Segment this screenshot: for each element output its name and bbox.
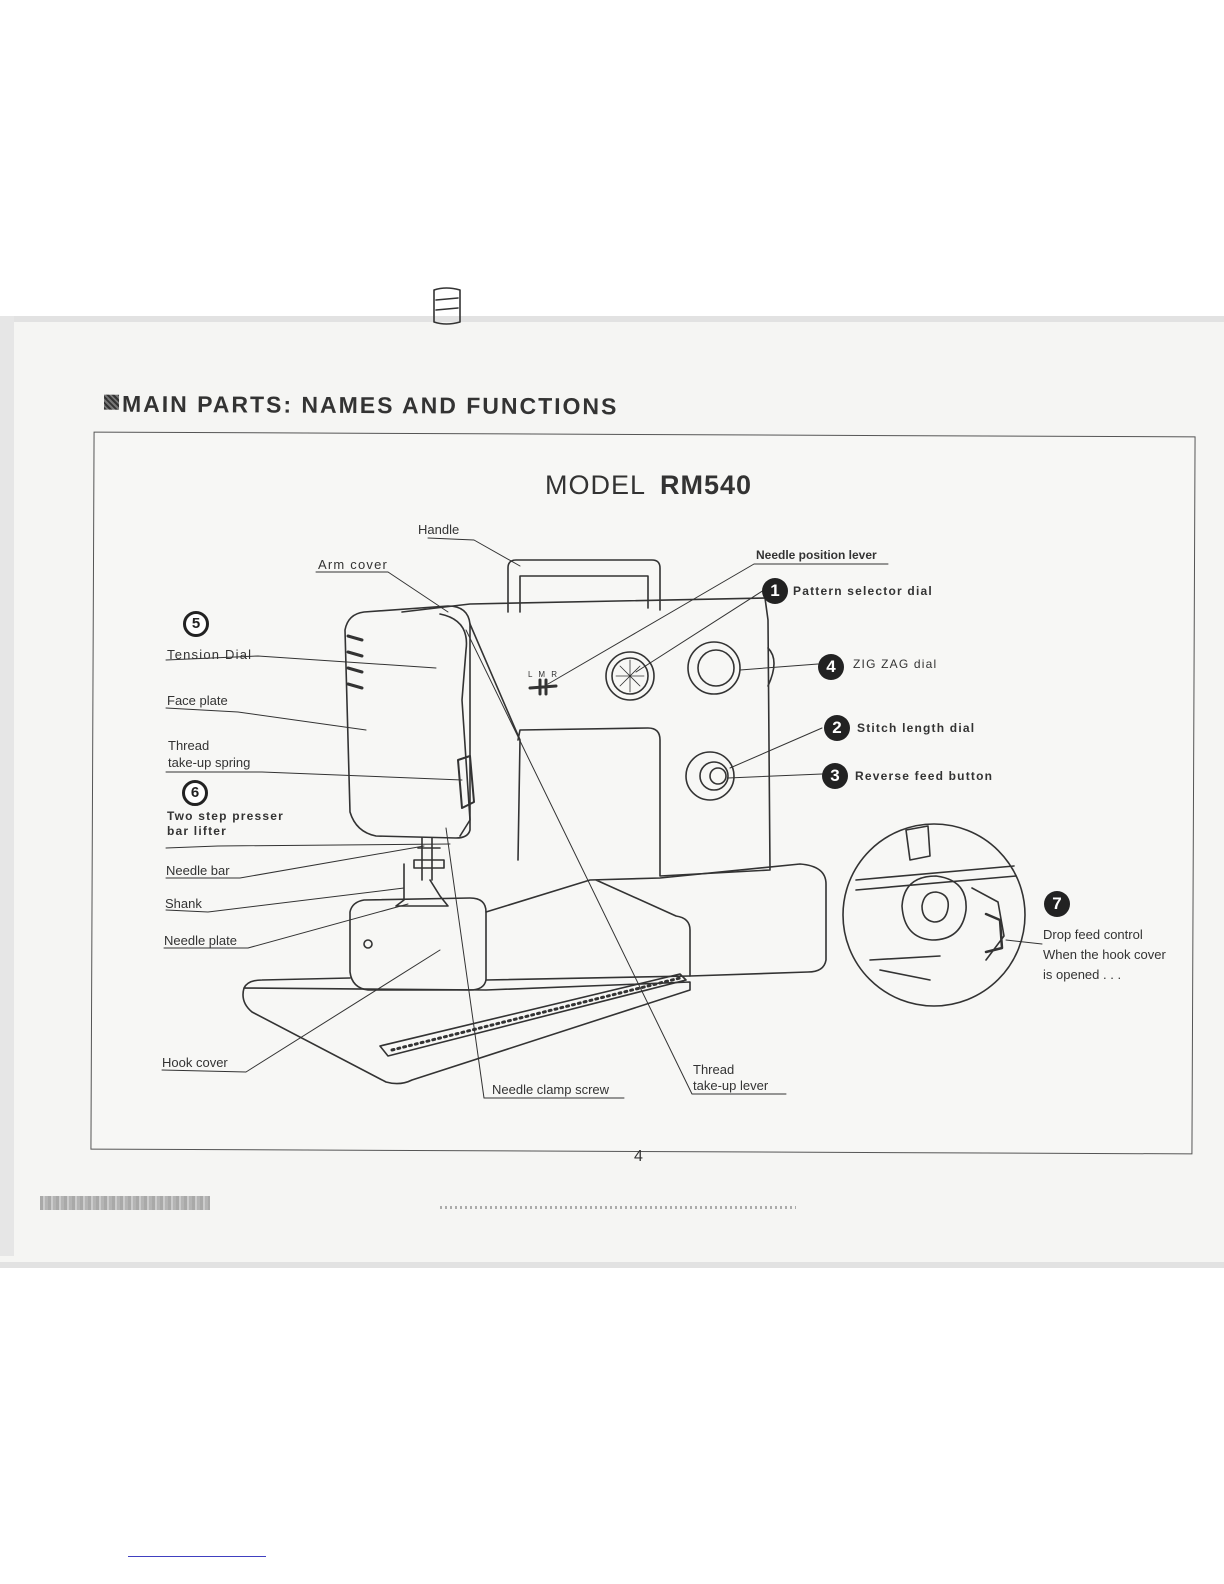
leader-tension (165, 655, 437, 669)
label-face-plate: Face plate (167, 693, 228, 708)
leader-pattern-selector (635, 589, 765, 673)
tension-dial-knob (433, 287, 461, 325)
ruler-strip (379, 973, 687, 1057)
bed-inner (485, 975, 691, 981)
label-thread-takeup-spring-line1: Thread (168, 738, 210, 753)
label-drop-feed-line3: is opened . . . (1043, 967, 1122, 982)
needle-bar-shape (413, 837, 445, 881)
model-word: MODEL (545, 470, 647, 500)
side-handwheel (767, 647, 775, 687)
leader-hook-cover (161, 949, 441, 1073)
leader-handle (427, 537, 521, 567)
leader-arm-cover (315, 571, 449, 613)
leader-needle-bar (165, 845, 425, 879)
hook-inset-circle (842, 823, 1026, 1007)
extension-table (242, 977, 691, 1085)
marker-4: 4 (818, 654, 844, 680)
reverse-button-shape (709, 767, 727, 785)
label-handle: Handle (418, 522, 460, 537)
leader-zigzag (739, 663, 819, 671)
label-needle-plate: Needle plate (164, 933, 237, 948)
scan-artifact-dots (440, 1206, 796, 1209)
scan-artifact (40, 1196, 210, 1210)
label-thread-takeup-lever-line1: Thread (693, 1062, 735, 1077)
model-title: MODEL RM540 (545, 470, 752, 501)
label-needle-bar: Needle bar (166, 863, 230, 878)
leader-needle-position (547, 563, 889, 685)
page-number: 4 (634, 1148, 643, 1165)
label-needle-clamp-screw: Needle clamp screw (492, 1082, 610, 1097)
label-reverse-feed-button: Reverse feed button (855, 769, 994, 783)
takeup-spring-shape (457, 755, 475, 809)
leader-reverse (727, 773, 823, 779)
inset-bobbin (901, 875, 967, 941)
vent-lines (346, 634, 364, 690)
machine-arm (401, 597, 771, 877)
label-drop-feed-line2: When the hook cover (1043, 947, 1166, 962)
label-thread-takeup-spring-line2: take-up spring (168, 755, 251, 770)
marker-2: 2 (824, 715, 850, 741)
label-needle-positions: L M R (528, 670, 560, 679)
scan-edge (0, 316, 14, 1256)
pattern-selector-dial-shape (605, 651, 655, 701)
hook-cover-screw (363, 939, 373, 949)
label-pattern-selector-dial: Pattern selector dial (793, 584, 933, 598)
marker-5: 5 (183, 611, 209, 637)
zigzag-dial-shape (687, 641, 741, 695)
model-name: RM540 (660, 470, 753, 500)
leader-lines (161, 537, 1043, 1099)
marker-6: 6 (182, 780, 208, 806)
label-hook-cover: Hook cover (162, 1055, 228, 1070)
inset-needle (905, 825, 931, 861)
inset-feed-control (984, 912, 1004, 954)
inset-frame (855, 865, 1017, 981)
leader-drop-feed (1005, 939, 1043, 945)
leader-presser-lifter (165, 843, 451, 849)
marker-3: 3 (822, 763, 848, 789)
handle-shape (507, 559, 661, 613)
marker-7: 7 (1044, 891, 1070, 917)
face-plate-shape (344, 605, 471, 839)
stray-underline (128, 1556, 266, 1557)
leader-needle-plate (163, 903, 409, 949)
label-thread-takeup-lever-line2: take-up lever (693, 1078, 769, 1093)
leader-stitch-length (729, 727, 823, 769)
leader-shank (165, 887, 405, 913)
label-stitch-length-dial: Stitch length dial (857, 721, 976, 735)
leader-needle-clamp (445, 827, 625, 1099)
label-presser-bar-lifter-line1: Two step presser (167, 809, 285, 823)
free-arm (349, 897, 487, 991)
label-needle-position-lever: Needle position lever (756, 548, 877, 562)
needle-position-lever-shape (528, 678, 558, 696)
leader-takeup-lever (465, 629, 787, 1095)
leader-takeup-spring (165, 771, 463, 781)
label-tension-dial: Tension Dial (167, 647, 253, 662)
bed-body (485, 863, 827, 977)
label-shank: Shank (165, 896, 202, 911)
leader-face-plate (165, 707, 367, 731)
label-arm-cover: Arm cover (318, 557, 389, 572)
stitch-length-dial-shape (685, 751, 735, 801)
label-zigzag-dial: ZIG ZAG dial (853, 657, 938, 671)
label-drop-feed-line1: Drop feed control (1043, 927, 1143, 942)
ruler-ticks (390, 976, 682, 1052)
thread-guide (439, 613, 471, 837)
head-side (469, 623, 521, 861)
marker-1: 1 (762, 578, 788, 604)
label-presser-bar-lifter-line2: bar lifter (167, 824, 228, 838)
presser-foot (395, 863, 449, 907)
